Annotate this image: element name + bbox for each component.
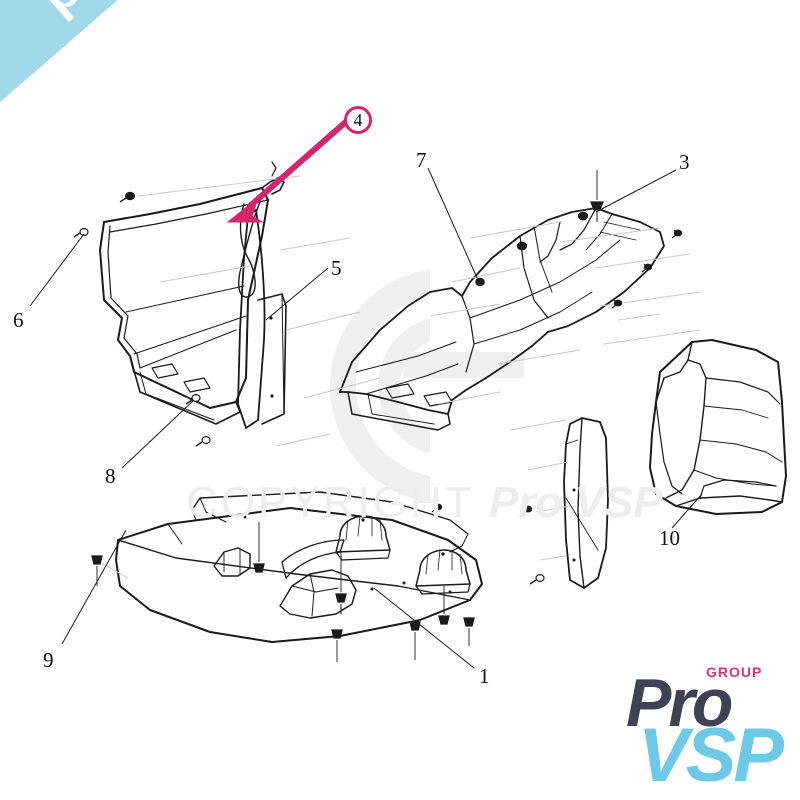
logo-brand-bottom: VSP [638, 713, 784, 798]
copyright-ring-mask [430, 268, 570, 518]
copyright-watermark-text: COPYRIGHT [186, 478, 490, 527]
part-number-3: 3 [679, 150, 690, 174]
part-number-6: 6 [13, 308, 24, 332]
part-number-8: 8 [105, 464, 116, 488]
callout-marker-4[interactable]: 4 [344, 106, 372, 134]
logo-brand-top: Pro [626, 665, 733, 741]
part-number-1: 1 [479, 664, 490, 688]
logo-tagline: GROUP [706, 664, 763, 680]
part-number-5: 5 [331, 256, 342, 280]
copyright-watermark: COPYRIGHT Pro VSP [186, 478, 663, 528]
part-number-10: 10 [659, 526, 680, 550]
provsp-logo[interactable]: GROUP Pro VSP [610, 560, 790, 798]
copyright-watermark-brand: Pro VSP [489, 478, 663, 527]
part-number-9: 9 [43, 648, 54, 672]
part-number-7: 7 [416, 148, 427, 172]
